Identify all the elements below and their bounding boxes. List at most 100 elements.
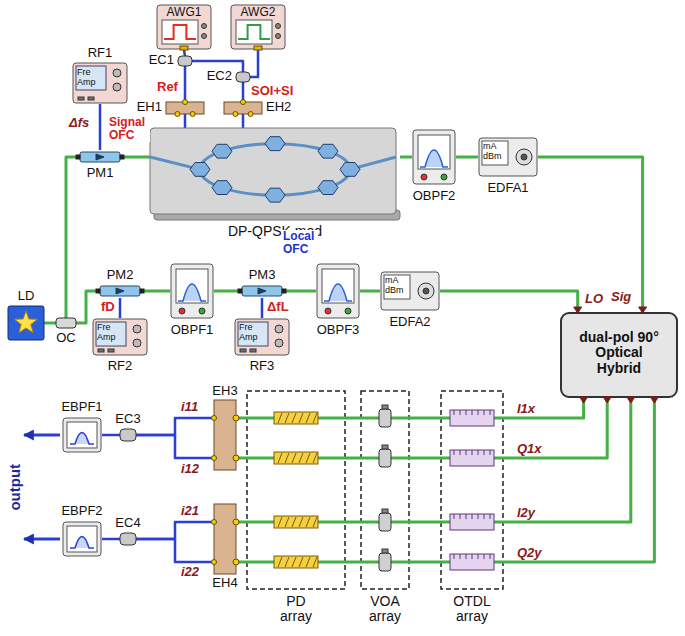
fiber-link xyxy=(76,291,96,323)
eh-symbol xyxy=(224,102,262,114)
drawing-part xyxy=(212,456,217,461)
component-box: PM1 xyxy=(76,150,124,164)
component-box: OBPF3 xyxy=(316,263,360,319)
drawing-part xyxy=(231,5,285,49)
drawing-part xyxy=(113,69,121,77)
drawing-part xyxy=(478,514,479,519)
drawing-part xyxy=(306,517,310,527)
component-label: EC3 xyxy=(114,412,142,426)
drawing-part xyxy=(108,349,114,352)
signal-label: LO xyxy=(584,292,604,306)
drawing-part xyxy=(285,517,289,527)
drawing-part xyxy=(116,288,124,294)
rf-cable xyxy=(136,435,214,458)
drawing-part xyxy=(381,272,439,310)
component-box: AWG1 xyxy=(156,4,212,50)
drawing-part xyxy=(233,112,238,117)
drawing-part xyxy=(242,286,282,296)
drawing-part xyxy=(454,450,455,455)
output-arrow xyxy=(24,538,60,541)
drawing-part xyxy=(285,453,289,463)
ec-symbol xyxy=(120,533,136,545)
drawing-part xyxy=(306,557,310,567)
drawing-part xyxy=(278,517,282,527)
component-label: OC xyxy=(52,331,80,345)
output-arrow xyxy=(24,434,60,437)
drawing-part xyxy=(441,391,503,589)
rf-cable xyxy=(119,298,122,318)
component-box: EDFA2mA dBm xyxy=(380,271,440,311)
drawing-part xyxy=(275,325,283,333)
rf-cable xyxy=(136,418,214,435)
drawing-part xyxy=(96,154,104,160)
pm-symbol xyxy=(76,150,124,164)
drawing-part xyxy=(478,450,479,455)
signal-label: i12 xyxy=(180,462,200,476)
drawing-part xyxy=(56,318,76,328)
drawing-part xyxy=(454,554,455,559)
drawing-part xyxy=(265,137,285,151)
component-label: PM2 xyxy=(96,268,144,282)
eh-symbol xyxy=(166,102,204,114)
component-label: OBPF3 xyxy=(308,323,368,337)
component-label: DP-QPSK mod xyxy=(150,224,400,239)
drawing-part xyxy=(100,286,140,296)
rf-cable xyxy=(261,298,264,318)
drawing-part xyxy=(421,174,427,180)
drawing-part xyxy=(313,453,317,463)
rf-cable xyxy=(102,538,120,541)
ec-symbol xyxy=(236,72,250,82)
drawing-part xyxy=(235,319,289,355)
signal-label: Local OFC xyxy=(282,230,318,256)
drawing-part xyxy=(113,83,121,91)
signal-label: Q2y xyxy=(516,546,543,560)
drawing-part xyxy=(521,154,527,160)
component-label: EH4 xyxy=(208,576,242,590)
component-box: VOA array xyxy=(360,390,410,590)
ec-symbol xyxy=(178,56,192,66)
component-box: EC4 xyxy=(120,533,136,545)
drawing-part xyxy=(67,526,97,552)
component-label: EDFA2 xyxy=(380,315,440,329)
drawing-part xyxy=(441,174,447,180)
drawing-part xyxy=(212,144,232,158)
drawing-part xyxy=(420,150,448,167)
drawing-part xyxy=(190,163,210,177)
ec-symbol xyxy=(120,429,136,441)
drawing-part xyxy=(180,46,188,50)
drawing-part xyxy=(317,264,359,318)
component-box: EC1 xyxy=(178,56,192,66)
drawing-part xyxy=(460,410,461,415)
drawing-part xyxy=(212,181,232,195)
drawing-part xyxy=(299,413,303,423)
drawing-part xyxy=(466,450,467,455)
drawing-part xyxy=(164,25,196,39)
drawing-part xyxy=(70,537,94,549)
drawing-part xyxy=(384,275,410,299)
drawing-part xyxy=(274,516,318,528)
drawing-part xyxy=(76,155,80,159)
drawing-part xyxy=(80,152,120,162)
drawing-part xyxy=(96,289,100,293)
drawing-part xyxy=(639,307,647,313)
drawing-part xyxy=(650,397,658,403)
fiber-link xyxy=(504,398,607,458)
ld-symbol xyxy=(8,306,44,340)
drawing-part xyxy=(200,144,350,196)
drawing-part xyxy=(292,453,296,463)
component-box: PM3 xyxy=(238,284,286,298)
drawing-part xyxy=(67,422,97,448)
component-label: PM3 xyxy=(238,268,286,282)
component-box: OTDL array xyxy=(440,390,504,590)
obpf-symbol xyxy=(316,263,360,319)
fiber-link xyxy=(440,291,578,312)
drawing-part xyxy=(466,514,467,519)
drawing-part xyxy=(120,429,136,441)
drawing-part xyxy=(278,413,282,423)
drawing-part xyxy=(318,144,338,158)
drawing-part xyxy=(179,308,185,314)
fiber-link xyxy=(410,561,440,564)
component-box: EH1 xyxy=(166,102,204,114)
drawing-part xyxy=(178,284,206,301)
drawing-part xyxy=(150,128,396,214)
